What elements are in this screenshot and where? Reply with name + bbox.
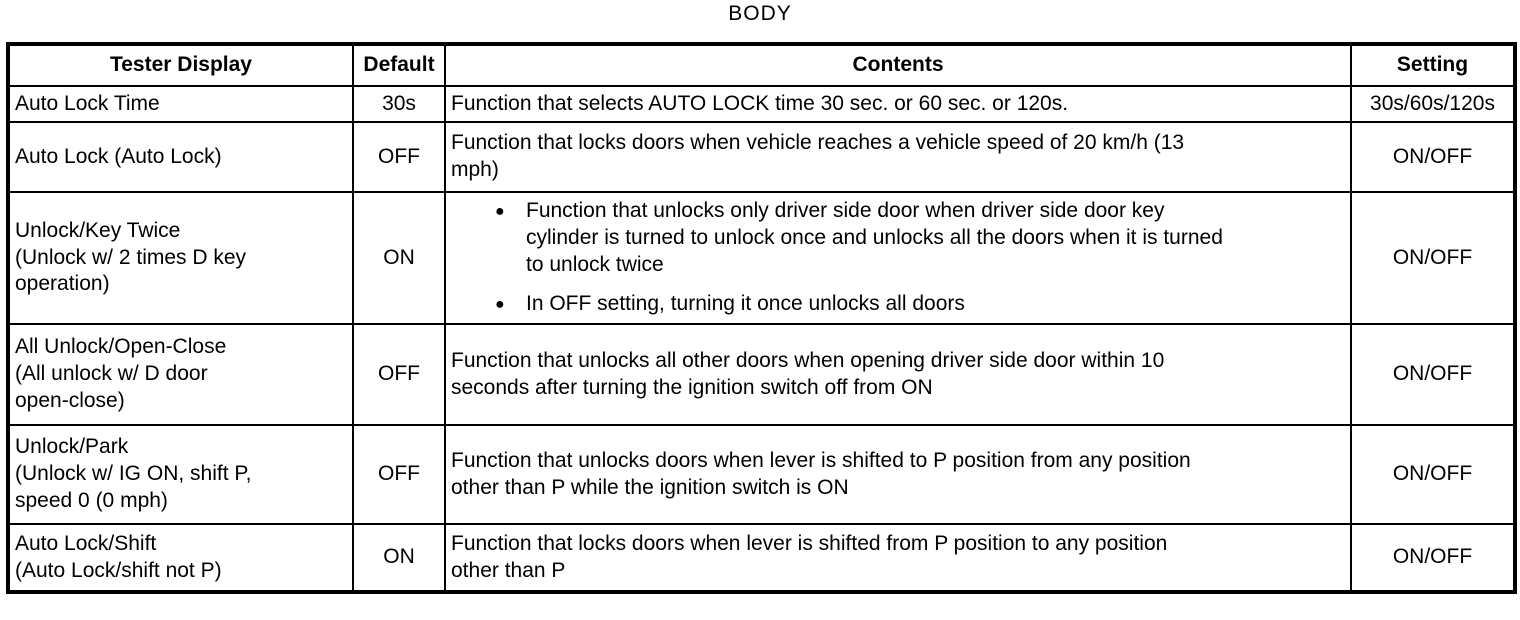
contents-cell: Function that unlocks only driver side d… — [444, 191, 1352, 325]
contents-cell: Function that selects AUTO LOCK time 30 … — [444, 85, 1352, 123]
contents-cell: Function that locks doors when lever is … — [444, 523, 1352, 593]
contents-bullet-item: Function that unlocks only driver side d… — [495, 198, 1345, 279]
table-row: Unlock/Key Twice (Unlock w/ 2 times D ke… — [7, 191, 1516, 325]
table-row: All Unlock/Open-Close (All unlock w/ D d… — [7, 323, 1516, 426]
tester-display-cell: Auto Lock Time — [7, 85, 354, 123]
page-title: BODY — [728, 2, 792, 25]
customize-settings-table: Tester Display Default Contents Setting … — [6, 42, 1517, 594]
setting-options-cell: ON/OFF — [1350, 424, 1516, 525]
setting-options-cell: ON/OFF — [1350, 191, 1516, 325]
contents-cell: Function that unlocks all other doors wh… — [444, 323, 1352, 426]
setting-options-cell: ON/OFF — [1350, 323, 1516, 426]
default-value-cell: OFF — [352, 323, 446, 426]
contents-cell: Function that locks doors when vehicle r… — [444, 121, 1352, 193]
setting-options-cell: ON/OFF — [1350, 523, 1516, 593]
tester-display-cell: Auto Lock (Auto Lock) — [7, 121, 354, 193]
default-value-cell: OFF — [352, 121, 446, 193]
tester-display-cell: Auto Lock/Shift (Auto Lock/shift not P) — [7, 523, 354, 593]
header-tester-display: Tester Display — [7, 43, 354, 87]
header-default: Default — [352, 43, 446, 87]
default-value-cell: ON — [352, 191, 446, 325]
table-row: Auto Lock/Shift (Auto Lock/shift not P)O… — [7, 523, 1516, 593]
contents-bullet-item: In OFF setting, turning it once unlocks … — [495, 291, 1345, 318]
table-header: Tester Display Default Contents Setting — [7, 43, 1516, 87]
default-value-cell: 30s — [352, 85, 446, 123]
tester-display-cell: Unlock/Key Twice (Unlock w/ 2 times D ke… — [7, 191, 354, 325]
default-value-cell: ON — [352, 523, 446, 593]
header-contents: Contents — [444, 43, 1352, 87]
default-value-cell: OFF — [352, 424, 446, 525]
header-setting: Setting — [1350, 43, 1516, 87]
tester-display-cell: All Unlock/Open-Close (All unlock w/ D d… — [7, 323, 354, 426]
tester-display-cell: Unlock/Park (Unlock w/ IG ON, shift P, s… — [7, 424, 354, 525]
contents-cell: Function that unlocks doors when lever i… — [444, 424, 1352, 525]
contents-bullet-list: Function that unlocks only driver side d… — [451, 198, 1345, 318]
setting-options-cell: ON/OFF — [1350, 121, 1516, 193]
table-row: Unlock/Park (Unlock w/ IG ON, shift P, s… — [7, 424, 1516, 525]
header-row: Tester Display Default Contents Setting — [7, 43, 1516, 87]
setting-options-cell: 30s/60s/120s — [1350, 85, 1516, 123]
